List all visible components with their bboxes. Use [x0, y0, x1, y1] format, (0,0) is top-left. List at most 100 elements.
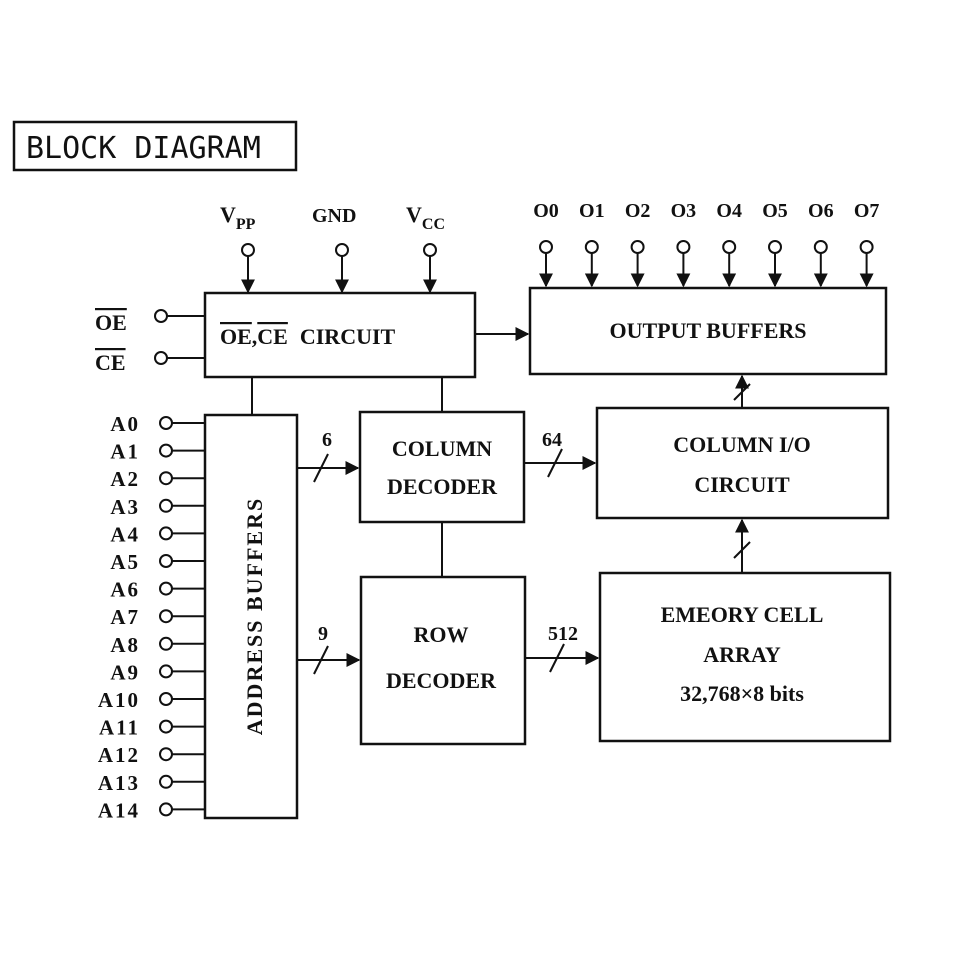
address-pin-a13: A13 — [98, 771, 205, 795]
memory-array-line1: EMEORY CELL — [661, 602, 824, 627]
address-pin-a10: A10 — [98, 688, 205, 712]
row-decoder-line1: ROW — [414, 622, 469, 647]
output-pin-o7: O7 — [854, 200, 880, 288]
address-pin-label: A1 — [110, 440, 140, 464]
output-pin-label: O6 — [808, 200, 834, 222]
address-pin-circle — [159, 416, 173, 430]
address-pin-circle — [159, 636, 173, 651]
column-decoder-line2: DECODER — [387, 474, 498, 499]
output-pin-label: O0 — [533, 200, 559, 222]
gnd-label: GND — [312, 205, 356, 227]
ce-pin — [154, 351, 168, 365]
address-pin-circle — [159, 774, 173, 789]
vpp-pin — [241, 243, 255, 257]
row-decoder-line2: DECODER — [386, 668, 497, 693]
address-pin-label: A5 — [110, 550, 140, 574]
power-pin-vcc: VCC — [406, 202, 445, 294]
address-pin-circle — [159, 526, 173, 541]
memory-array-line3: 32,768×8 bits — [680, 681, 804, 706]
output-pin-circle — [813, 240, 828, 254]
output-pin-o5: O5 — [762, 200, 788, 288]
output-pin-o4: O4 — [716, 200, 742, 288]
address-pin-label: A6 — [110, 578, 140, 602]
address-pin-a1: A1 — [110, 440, 205, 464]
bus-row-to-array: 512 — [525, 623, 600, 673]
bus-width-6: 6 — [322, 429, 332, 451]
vcc-label: VCC — [406, 202, 445, 233]
output-pins: O0 O1 O2 O3 O4 O5 O6 O7 — [533, 200, 880, 288]
output-pin-label: O7 — [854, 200, 880, 222]
vpp-label: VPP — [220, 202, 256, 233]
address-pin-a2: A2 — [110, 467, 205, 491]
power-pin-vpp: VPP — [220, 202, 256, 294]
vcc-pin — [423, 243, 437, 257]
control-pin-ce: CE — [95, 350, 204, 375]
address-pin-label: A11 — [99, 716, 140, 740]
address-pin-label: A7 — [110, 605, 140, 629]
address-pin-circle — [159, 443, 173, 458]
bus-column-to-io: 64 — [524, 429, 597, 478]
address-pin-a6: A6 — [110, 578, 205, 602]
output-pin-o2: O2 — [625, 200, 651, 288]
output-pin-label: O3 — [671, 200, 697, 222]
address-pin-label: A13 — [98, 771, 140, 795]
address-pin-label: A2 — [110, 467, 140, 491]
address-pin-a4: A4 — [110, 522, 205, 546]
bus-width-64: 64 — [542, 429, 562, 451]
output-pin-o3: O3 — [671, 200, 697, 288]
address-pin-circle — [159, 664, 173, 679]
address-pin-a11: A11 — [99, 716, 205, 740]
column-decoder-line1: COLUMN — [392, 436, 492, 461]
bus-addr-to-column: 6 — [298, 429, 360, 483]
control-pin-oe: OE — [95, 309, 204, 335]
address-pin-a5: A5 — [110, 550, 205, 574]
oe-pin — [154, 309, 168, 323]
address-pin-label: A8 — [110, 633, 140, 657]
memory-array-line2: ARRAY — [703, 642, 781, 667]
address-pin-a0: A0 — [110, 412, 205, 436]
address-buffers-label: ADDRESS BUFFERS — [242, 497, 267, 735]
output-pin-o0: O0 — [533, 200, 559, 288]
address-pin-label: A9 — [110, 660, 140, 684]
output-pin-circle — [676, 240, 691, 254]
output-pin-circle — [539, 240, 553, 254]
output-pin-label: O1 — [579, 200, 605, 222]
column-io-circuit: COLUMN I/O CIRCUIT — [595, 406, 890, 520]
address-pin-circle — [159, 554, 173, 568]
address-pin-a9: A9 — [110, 660, 205, 684]
address-pin-circle — [159, 581, 173, 596]
address-pin-label: A4 — [110, 522, 140, 546]
address-buffers: ADDRESS BUFFERS — [203, 413, 299, 820]
memory-cell-array: EMEORY CELL ARRAY 32,768×8 bits — [598, 571, 892, 743]
output-buffers-label: OUTPUT BUFFERS — [609, 318, 806, 343]
address-pin-a14: A14 — [98, 798, 205, 822]
address-pin-circle — [159, 802, 173, 817]
address-pin-a8: A8 — [110, 633, 205, 657]
column-decoder: COLUMN DECODER — [358, 410, 526, 524]
diagram-title: BLOCK DIAGRAM — [12, 120, 298, 172]
address-pin-a3: A3 — [110, 495, 205, 519]
address-pin-circle — [159, 747, 173, 762]
address-pin-circle — [159, 692, 173, 706]
address-pin-circle — [159, 609, 173, 624]
address-pin-label: A3 — [110, 495, 140, 519]
column-io-line1: COLUMN I/O — [673, 432, 811, 457]
title-text: BLOCK DIAGRAM — [26, 131, 261, 166]
output-pin-label: O5 — [762, 200, 788, 222]
output-pin-label: O2 — [625, 200, 651, 222]
output-pin-label: O4 — [716, 200, 742, 222]
ce-label: CE — [95, 350, 126, 375]
address-pin-a12: A12 — [98, 743, 205, 767]
address-pin-label: A12 — [98, 743, 140, 767]
output-pin-circle — [859, 240, 874, 254]
output-pin-circle — [722, 240, 737, 254]
address-pin-circle — [159, 471, 173, 486]
output-pin-o6: O6 — [808, 200, 834, 288]
bus-io-to-output — [733, 374, 751, 407]
address-pin-label: A10 — [98, 688, 140, 712]
output-buffers: OUTPUT BUFFERS — [528, 286, 888, 376]
bus-addr-to-row: 9 — [298, 623, 361, 675]
